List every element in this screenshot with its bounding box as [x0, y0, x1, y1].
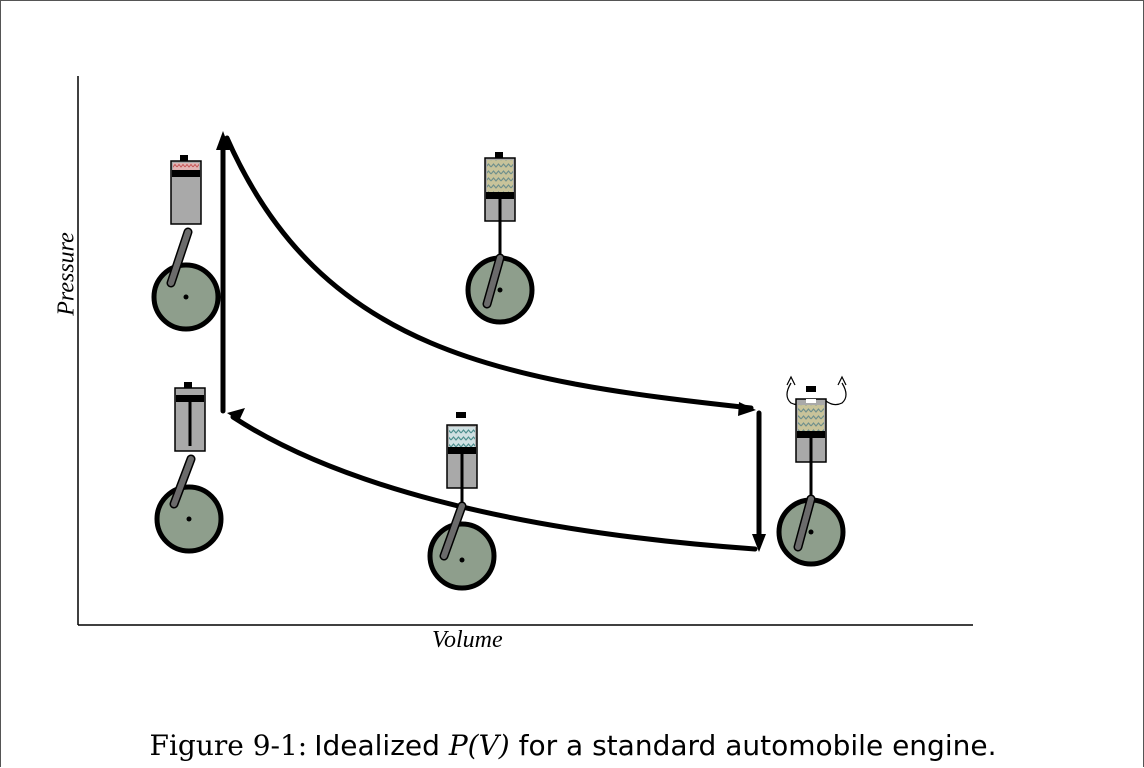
engine-icon-compression — [427, 412, 497, 591]
compression-curve — [230, 414, 758, 552]
figure-caption: Figure 9-1: Idealized P(V) for a standar… — [1, 729, 1144, 763]
caption-text-after: for a standard automobile engine. — [509, 729, 997, 762]
arrowhead-compression — [227, 408, 245, 421]
engine-icon-ignition — [151, 155, 221, 332]
y-axis-label: Pressure — [53, 232, 80, 316]
engine-icon-compressed — [154, 382, 224, 554]
power-stroke-curve — [224, 135, 754, 411]
engine-icon-exhaust — [776, 375, 847, 567]
engine-icon-power — [465, 152, 535, 325]
caption-math: P(V) — [448, 729, 510, 762]
x-axis-label: Volume — [432, 627, 503, 653]
arrowhead-ignition — [216, 131, 230, 150]
caption-number: Figure 9-1: — [149, 729, 308, 762]
caption-text-before: Idealized — [314, 729, 449, 762]
arrowhead-exhaust — [752, 534, 766, 552]
arrowhead-power — [738, 402, 756, 416]
